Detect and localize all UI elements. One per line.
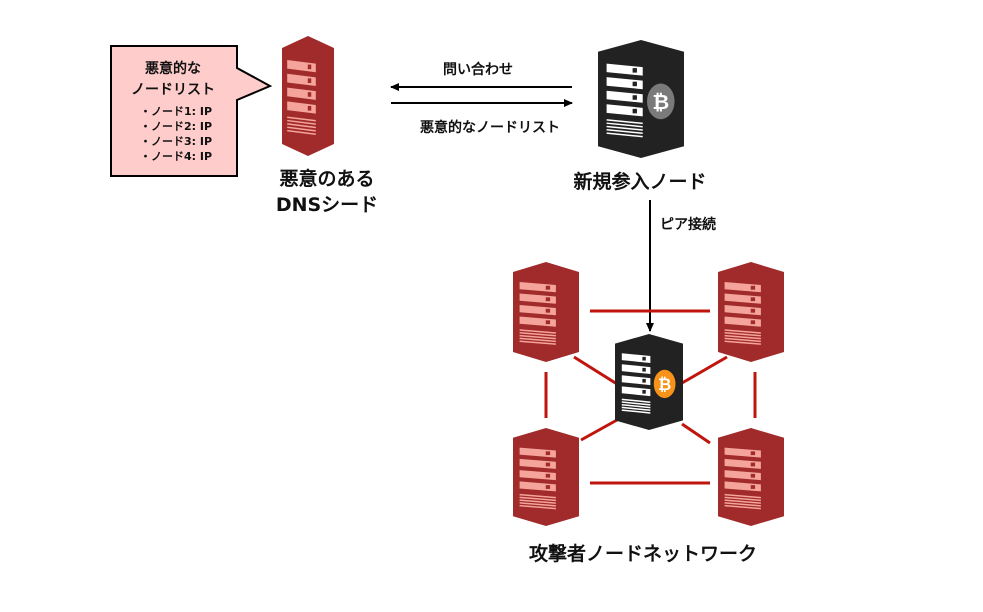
vent-line xyxy=(621,403,651,409)
callout-item: ・ノード1: IP xyxy=(140,105,212,118)
drive-led xyxy=(750,462,756,467)
vent-line xyxy=(519,504,556,510)
bitcoin-icon xyxy=(647,83,675,120)
callout-title-line1: 悪意的な xyxy=(145,60,201,77)
vent-line xyxy=(287,126,316,132)
vent-line xyxy=(287,129,316,135)
vent-line xyxy=(621,401,651,406)
drive-led xyxy=(545,473,551,478)
vent-line xyxy=(724,499,761,504)
new-node-label: 新規参入ノード xyxy=(573,170,706,193)
drive-led xyxy=(632,95,637,100)
malicious-node-list-callout: 悪意的な ノードリスト ・ノード1: IP ・ノード2: IP ・ノード3: I… xyxy=(110,45,273,177)
callout-item: ・ノード2: IP xyxy=(140,120,212,133)
drive-led xyxy=(750,473,756,478)
vent-line xyxy=(519,496,556,502)
attacker-network-label: 攻撃者ノードネットワーク xyxy=(529,542,757,565)
vent-line xyxy=(519,340,556,345)
vent-line xyxy=(519,502,556,507)
vent-line xyxy=(287,119,316,125)
drive-bay xyxy=(287,60,316,73)
drive-led xyxy=(642,378,646,383)
drive-led xyxy=(545,297,551,302)
drive-led xyxy=(307,105,312,111)
dns-seed-label-line1: 悪意のある xyxy=(279,167,374,190)
vent-line xyxy=(724,337,761,343)
victim-node-server-icon: ₿ xyxy=(615,334,683,430)
drive-led xyxy=(545,485,551,489)
drive-led xyxy=(307,92,312,97)
drive-led xyxy=(545,320,551,325)
link-diag-br xyxy=(681,422,711,445)
vent-line xyxy=(519,499,556,504)
vent-line xyxy=(621,398,651,403)
drive-led xyxy=(307,64,312,70)
vent-line xyxy=(606,119,643,125)
drive-led xyxy=(632,81,637,87)
vent-line xyxy=(724,502,761,507)
response-label: 悪意的なノードリスト xyxy=(420,119,560,136)
link-diag-bl xyxy=(580,418,618,442)
vent-line xyxy=(606,132,643,138)
drive-led xyxy=(632,108,637,114)
drive-led xyxy=(750,297,756,302)
drive-led xyxy=(642,356,646,361)
callout-item: ・ノード3: IP xyxy=(140,135,212,148)
drive-led xyxy=(750,308,756,313)
attacker-node-server-icon xyxy=(718,428,784,526)
vent-line xyxy=(287,116,316,122)
drive-led xyxy=(632,68,637,73)
vent-line xyxy=(519,334,556,340)
attacker-node-server-icon xyxy=(718,262,784,362)
vent-line xyxy=(621,409,651,414)
vent-line xyxy=(519,329,556,334)
callout-bubble xyxy=(110,45,273,177)
vent-line xyxy=(724,504,761,510)
attacker-node-server-icon xyxy=(513,262,579,362)
attacker-node-server-icon xyxy=(513,428,579,526)
callout-item: ・ノード4: IP xyxy=(140,150,212,163)
query-label: 問い合わせ xyxy=(443,61,513,78)
bitcoin-icon xyxy=(653,369,676,399)
vent-line xyxy=(621,406,651,412)
vent-line xyxy=(606,125,643,131)
drive-bay xyxy=(621,364,651,375)
drive-led xyxy=(750,485,756,489)
vent-line xyxy=(606,122,643,128)
vent-line xyxy=(724,493,761,499)
new-node-server-icon: ₿ xyxy=(598,40,684,158)
vent-line xyxy=(519,332,556,337)
vent-line xyxy=(606,129,643,135)
vent-line xyxy=(724,334,761,340)
bitcoin-symbol: ₿ xyxy=(652,90,669,114)
vent-line xyxy=(519,337,556,343)
drive-led xyxy=(750,285,756,290)
peer-connection-label: ピア接続 xyxy=(660,216,716,233)
vent-line xyxy=(724,340,761,345)
drive-led xyxy=(307,78,312,83)
drive-led xyxy=(545,308,551,313)
drive-led xyxy=(545,451,551,456)
drive-bay xyxy=(287,73,316,87)
vent-line xyxy=(724,332,761,337)
dns-seed-server-icon xyxy=(282,36,334,156)
vent-line xyxy=(519,493,556,499)
drive-led xyxy=(545,285,551,290)
attacker-network-links xyxy=(544,309,757,485)
link-diag-tr xyxy=(681,355,728,385)
drive-led xyxy=(750,320,756,325)
link-diag-tl xyxy=(573,355,618,386)
vent-line xyxy=(287,123,316,129)
vent-line xyxy=(724,496,761,502)
drive-led xyxy=(545,462,551,467)
bitcoin-symbol: ₿ xyxy=(658,375,671,394)
callout-title-line2: ノードリスト xyxy=(131,82,215,98)
vent-line xyxy=(724,329,761,334)
drive-led xyxy=(642,367,646,372)
drive-led xyxy=(642,389,646,394)
dns-seed-label-line2: DNSシード xyxy=(276,194,378,216)
drive-led xyxy=(750,451,756,456)
